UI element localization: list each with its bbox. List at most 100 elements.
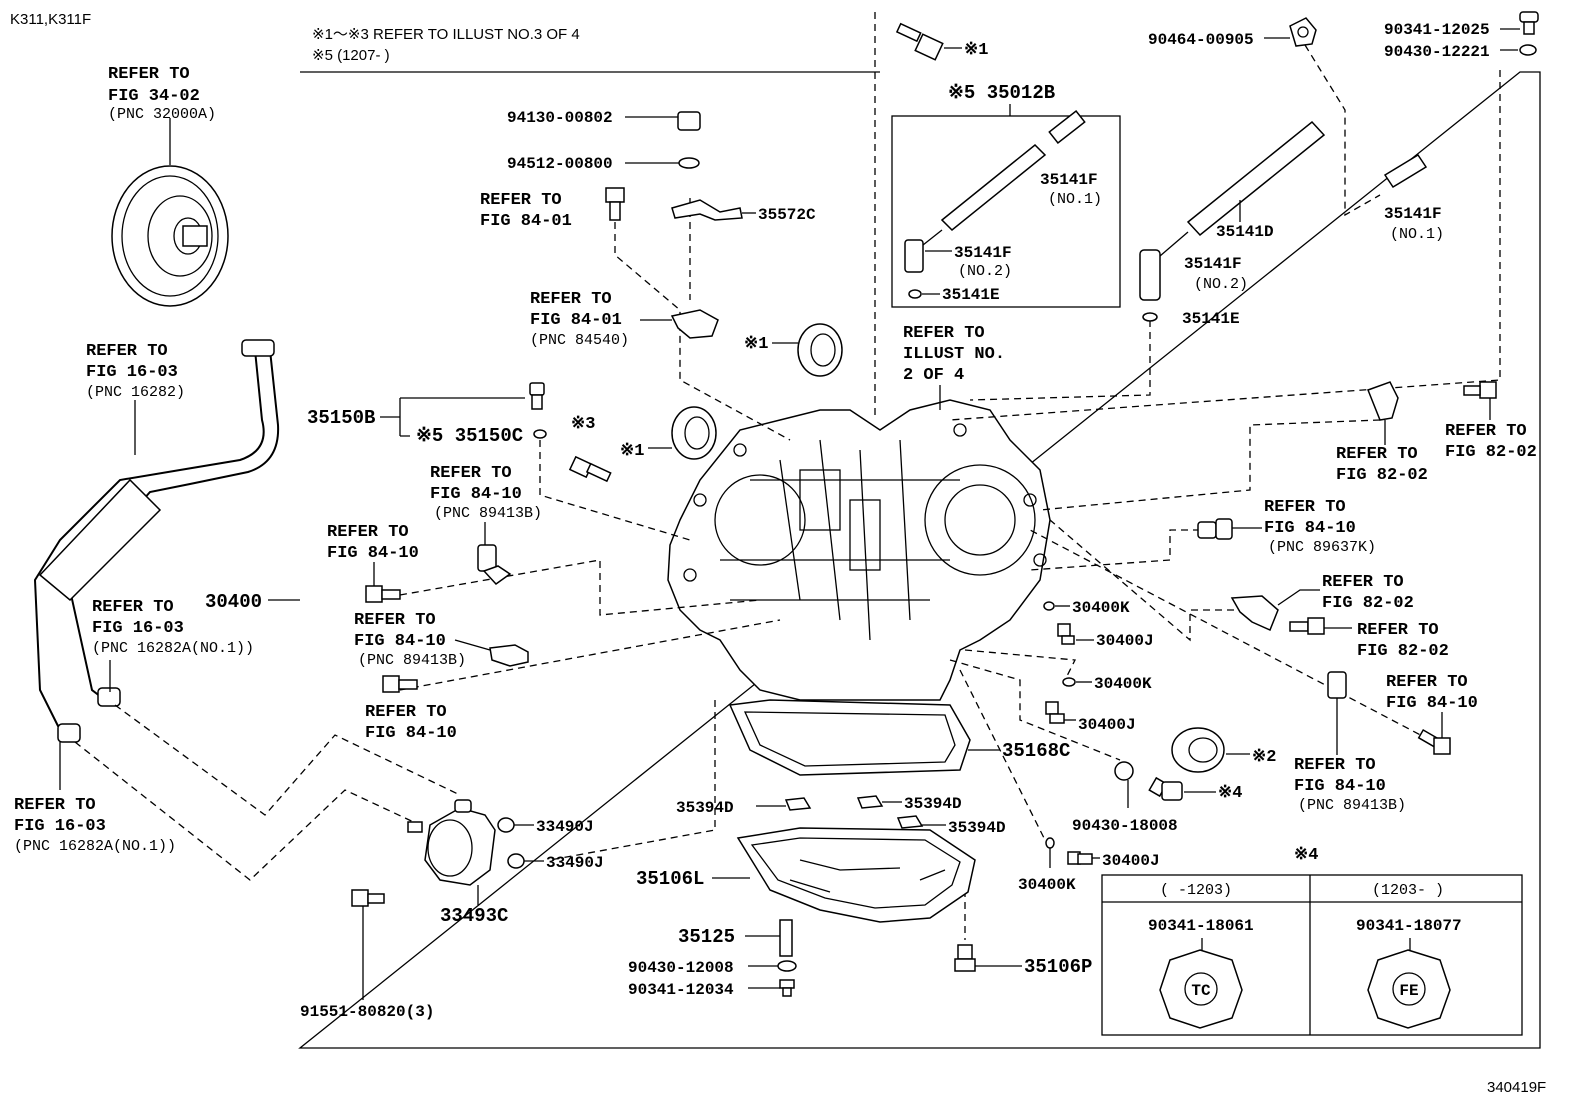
svg-text:FIG 82-02: FIG 82-02 <box>1357 642 1449 661</box>
table-col1-part: 90341-18061 <box>1148 917 1254 935</box>
sensor-89413b-c <box>1327 671 1347 755</box>
table-col1-head: ( -1203) <box>1160 882 1232 899</box>
pn-90464: 90464-00905 <box>1148 31 1254 49</box>
svg-text:FIG 84-01: FIG 84-01 <box>480 212 572 231</box>
pn-35141f-2a: 35141F <box>954 244 1012 262</box>
magnet-35394d-c <box>896 815 924 829</box>
svg-text:(PNC 89413B): (PNC 89413B) <box>1298 797 1406 814</box>
ref-bracket-8202-a: REFER TO FIG 82-02 <box>1336 445 1428 485</box>
oring-30400k-b <box>1062 677 1092 687</box>
ref-illust-2: REFER TO ILLUST NO. 2 OF 4 <box>903 324 1005 410</box>
ref-switch-89637k: REFER TO FIG 84-10 (PNC 89637K) <box>1264 498 1376 556</box>
mark-x1-c: ※1 <box>964 41 988 60</box>
note-refer-illust3: ※1～※3 REFER TO ILLUST NO.3 OF 4 <box>312 26 580 43</box>
svg-text:(PNC 16282): (PNC 16282) <box>86 384 185 401</box>
svg-text:REFER TO: REFER TO <box>480 191 562 210</box>
svg-text:REFER TO: REFER TO <box>327 523 409 542</box>
pn-33493c: 33493C <box>440 905 508 927</box>
svg-text:ILLUST NO.: ILLUST NO. <box>903 345 1005 364</box>
bolt-35106p <box>954 944 1022 972</box>
leader-bracket-a <box>1039 419 1381 511</box>
switch-89637k <box>1197 518 1262 540</box>
svg-text:FIG 84-10: FIG 84-10 <box>365 724 457 743</box>
pn-30400j-a: 30400J <box>1096 632 1154 650</box>
pn-35150b: 35150B <box>307 407 375 429</box>
svg-text:FIG 84-10: FIG 84-10 <box>1386 694 1478 713</box>
svg-text:FIG 84-10: FIG 84-10 <box>1294 777 1386 796</box>
pump-33493c <box>407 799 496 905</box>
pn-30400j-c: 30400J <box>1102 852 1160 870</box>
plug-head-tc: TC <box>1159 949 1243 1029</box>
pn-30400k-a: 30400K <box>1072 599 1130 617</box>
leader-pan <box>549 700 716 861</box>
pn-35141f-2b: 35141F <box>1184 255 1242 273</box>
bolt-8401 <box>605 187 625 221</box>
svg-text:FE: FE <box>1399 982 1418 1000</box>
gasket-90430-12008 <box>748 960 797 972</box>
pn-35141e-a: 35141E <box>942 286 1000 304</box>
ref-bolt-8202-a: REFER TO FIG 82-02 <box>1445 422 1537 462</box>
pipe-35012b <box>904 109 1086 299</box>
pn-35141f-1b-sub: (NO.1) <box>1390 226 1444 243</box>
pn-90341-12034: 90341-12034 <box>628 981 734 999</box>
pn-94130: 94130-00802 <box>507 109 613 127</box>
svg-text:REFER TO: REFER TO <box>92 598 174 617</box>
svg-text:REFER TO: REFER TO <box>1386 673 1468 692</box>
svg-text:(PNC 32000A): (PNC 32000A) <box>108 106 216 123</box>
plug-30400j-a <box>1057 623 1094 645</box>
svg-text:REFER TO: REFER TO <box>1357 621 1439 640</box>
pn-91551: 91551-80820(3) <box>300 1003 434 1021</box>
plug-30400j-b <box>1045 701 1076 724</box>
oring-30400k-c <box>1045 837 1055 868</box>
svg-text:REFER TO: REFER TO <box>14 796 96 815</box>
box-35012b <box>891 115 1121 308</box>
svg-text:REFER TO: REFER TO <box>1336 445 1418 464</box>
main-frame <box>298 71 1541 1049</box>
svg-text:REFER TO: REFER TO <box>108 65 190 84</box>
oring-30400k-a <box>1043 601 1070 611</box>
oring-33490j-b <box>507 853 544 869</box>
pn-35125: 35125 <box>678 926 735 948</box>
gasket-90430-18008 <box>1114 761 1134 808</box>
oil-pan-gasket <box>728 699 971 776</box>
ref-sensor-84540: REFER TO FIG 84-01 (PNC 84540) <box>530 290 629 349</box>
svg-text:TC: TC <box>1191 982 1211 1000</box>
ref-hose-mid: REFER TO FIG 16-03 (PNC 16282A(NO.1)) <box>92 598 254 657</box>
pn-33490j-b: 33490J <box>546 854 604 872</box>
svg-text:REFER TO: REFER TO <box>530 290 612 309</box>
leader-hose-pump-a <box>114 704 461 816</box>
ref-sensor-89413b-a: REFER TO FIG 84-10 (PNC 89413B) <box>430 464 542 522</box>
ref-converter: REFER TO FIG 34-02 (PNC 32000A) <box>108 65 216 123</box>
svg-text:FIG 34-02: FIG 34-02 <box>108 87 200 106</box>
bolt-8202-a <box>1463 381 1497 420</box>
bolt-8410-a <box>365 562 401 603</box>
ref-bolt-8410-b: REFER TO FIG 84-10 <box>365 703 457 743</box>
breather-35150b <box>380 382 547 439</box>
pn-35168c: 35168C <box>1002 740 1070 762</box>
plug-90341-12025 <box>1500 11 1539 56</box>
variant-table: ※4 ( -1203) (1203- ) 90341-18061 90341-1… <box>1101 846 1523 1036</box>
nut-94130 <box>625 111 701 131</box>
bolt-91551 <box>351 889 385 1000</box>
leader-30400k <box>964 649 1077 681</box>
bracket-35572c <box>671 199 756 221</box>
pn-33490j-a: 33490J <box>536 818 594 836</box>
note-date-range: ※5 (1207- ) <box>312 47 390 64</box>
pn-90430-12221: 90430-12221 <box>1384 43 1490 61</box>
svg-text:(PNC 89413B): (PNC 89413B) <box>358 652 466 669</box>
pn-35141f-1b: 35141F <box>1384 205 1442 223</box>
svg-text:FIG 84-10: FIG 84-10 <box>1264 519 1356 538</box>
svg-text:REFER TO: REFER TO <box>1294 756 1376 775</box>
magnet-35394d-a <box>784 797 812 811</box>
ref-bolt-8202-b: REFER TO FIG 82-02 <box>1357 621 1449 661</box>
oil-pan-35106l <box>712 827 976 923</box>
svg-text:(PNC 16282A(NO.1)): (PNC 16282A(NO.1)) <box>92 640 254 657</box>
leader-switch <box>1029 529 1200 571</box>
leader-35150c <box>539 440 691 541</box>
ref-bolt-8410-c: REFER TO FIG 84-10 <box>1386 673 1478 713</box>
bracket-8202-b <box>1230 589 1320 632</box>
bolt-x3 <box>568 455 612 483</box>
svg-text:FIG 82-02: FIG 82-02 <box>1322 594 1414 613</box>
pn-35394d-b: 35394D <box>904 795 962 813</box>
